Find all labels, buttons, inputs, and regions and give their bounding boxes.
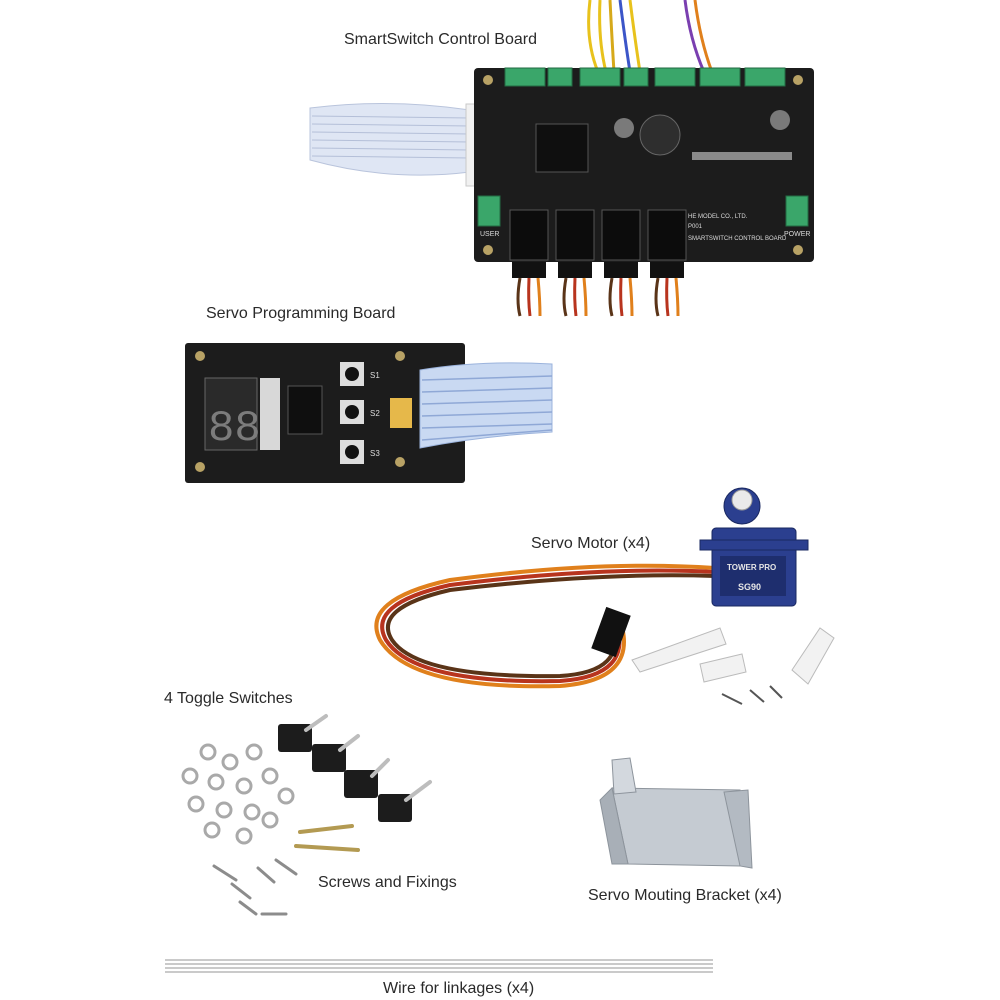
button-s1-label: S1 <box>370 371 380 380</box>
programming-board-label: Servo Programming Board <box>206 305 396 322</box>
seven-segment-display: 88 <box>208 404 261 454</box>
wire-label: Wire for linkages (x4) <box>383 980 535 997</box>
bracket-label: Servo Mouting Bracket (x4) <box>588 887 782 904</box>
servo-motor-label: Servo Motor (x4) <box>531 535 651 552</box>
pcb-user-text: USER <box>480 231 499 238</box>
white-ribbon-cable <box>309 102 497 187</box>
servo-output-wires <box>512 262 684 317</box>
servo-model-text: SG90 <box>738 582 761 592</box>
servo-horns <box>631 627 835 685</box>
pcb-power-text: POWER <box>784 231 810 238</box>
screws-and-washers <box>181 743 360 916</box>
servo-brand-text: TOWER PRO <box>727 563 776 572</box>
servo-programming-board: 88 S1 S2 S3 <box>185 343 553 483</box>
relays <box>509 209 687 261</box>
servo-motor: TOWER PRO SG90 <box>374 487 835 705</box>
servo-mounting-bracket <box>599 757 753 869</box>
pcb-model-text: P001 <box>688 224 703 230</box>
programming-ribbon-cable <box>419 362 553 449</box>
toggle-switches <box>278 714 432 822</box>
pcb-board-text: SMARTSWITCH CONTROL BOARD <box>688 236 787 242</box>
terminal-blocks <box>477 67 809 227</box>
control-board-label: SmartSwitch Control Board <box>344 31 537 48</box>
toggle-switches-label: 4 Toggle Switches <box>164 690 293 707</box>
top-input-wires <box>587 0 714 73</box>
smartswitch-control-board: USER POWER HE MODEL CO., LTD. P001 SMART… <box>309 0 814 317</box>
screws-label: Screws and Fixings <box>318 874 457 891</box>
linkage-wires <box>165 959 713 973</box>
button-s3-label: S3 <box>370 449 380 458</box>
pcb-maker-text: HE MODEL CO., LTD. <box>688 214 748 220</box>
button-s2-label: S2 <box>370 409 380 418</box>
